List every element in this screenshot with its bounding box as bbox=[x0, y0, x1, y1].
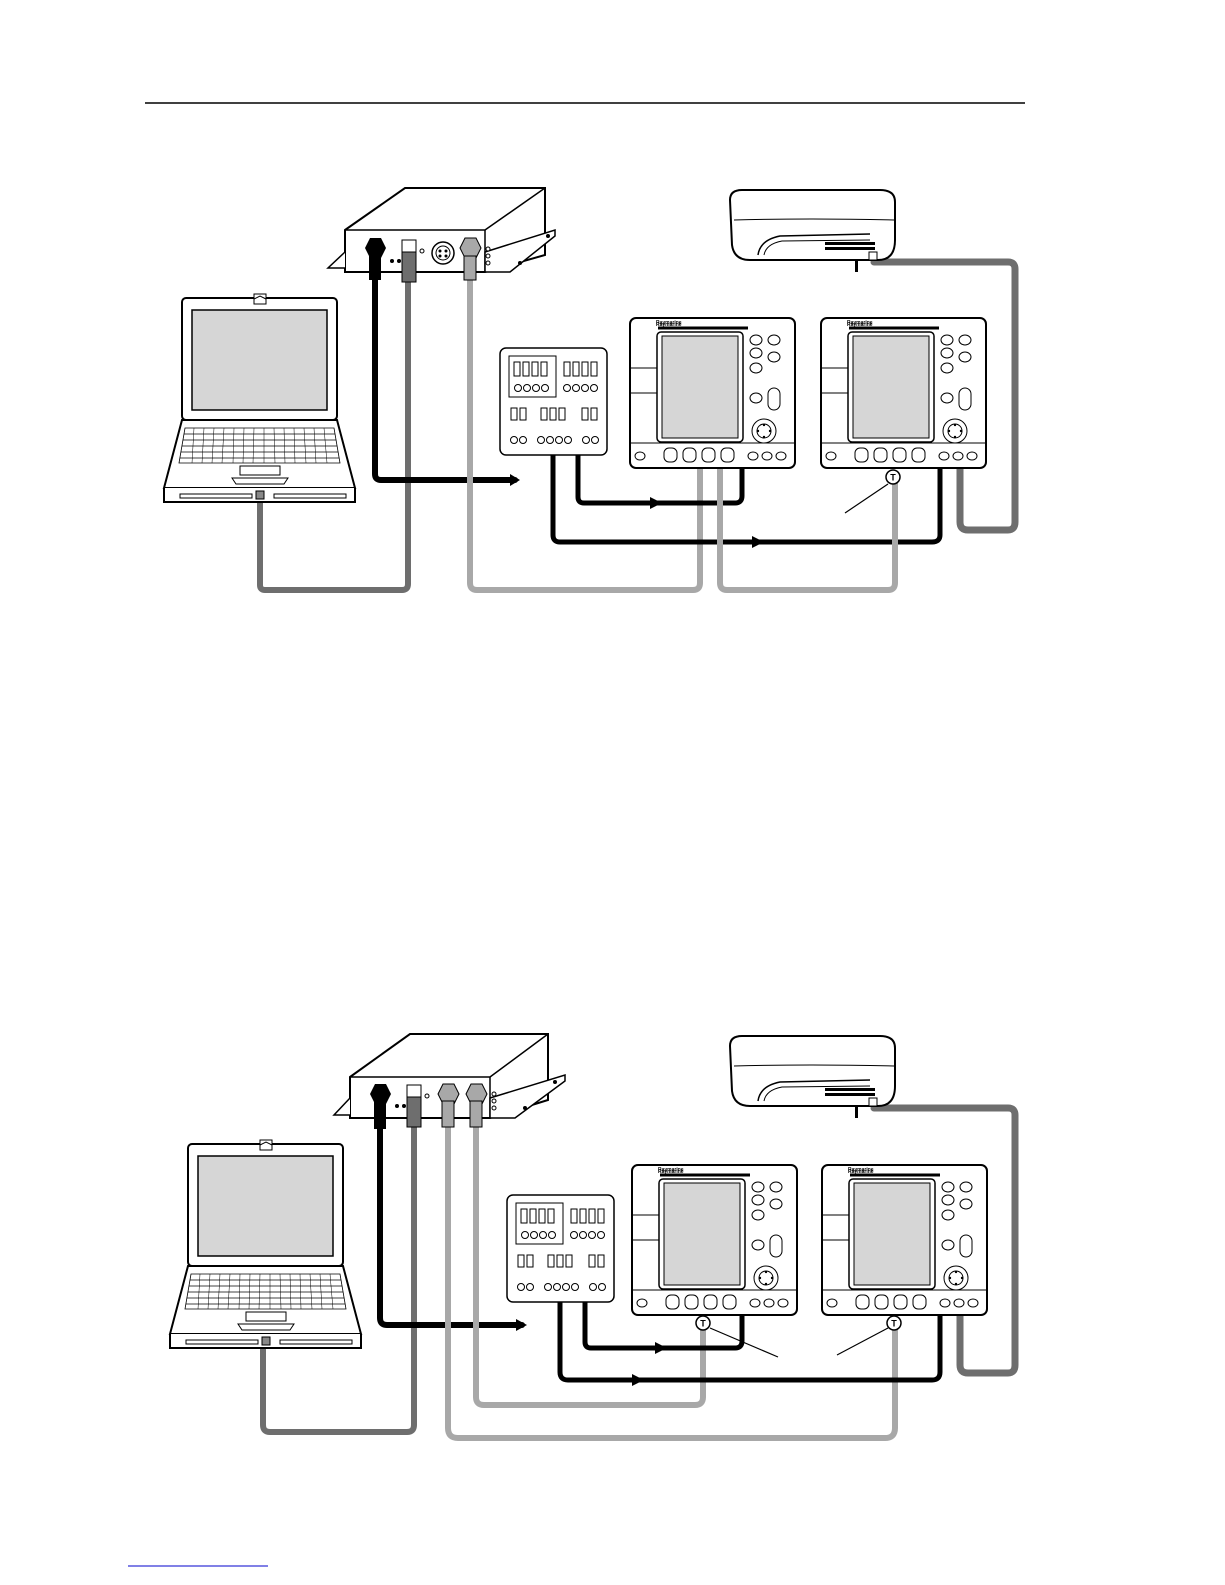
keypad bbox=[500, 348, 607, 455]
arrowheads bbox=[510, 474, 764, 548]
laptop bbox=[164, 294, 355, 502]
terminator-label: T bbox=[700, 1319, 706, 1329]
keypad bbox=[507, 1195, 614, 1302]
interface-box bbox=[328, 188, 555, 282]
terminator-label: T bbox=[891, 1319, 897, 1329]
terminator-1: T bbox=[845, 470, 900, 513]
terminator-1: T bbox=[696, 1316, 778, 1357]
terminator-label: T bbox=[890, 473, 896, 483]
diagram-top: T bbox=[164, 188, 1015, 590]
laptop bbox=[170, 1140, 361, 1348]
display-brand-label: Raymarine bbox=[848, 1167, 874, 1173]
arrowheads bbox=[516, 1319, 667, 1386]
display-brand-label: Raymarine bbox=[656, 320, 682, 326]
display-brand-label: Raymarine bbox=[658, 1167, 684, 1173]
display-brand-label: Raymarine bbox=[847, 320, 873, 326]
cable-interface-to-keypad bbox=[375, 275, 515, 480]
radar-scanner bbox=[730, 1036, 895, 1118]
radar-scanner bbox=[730, 190, 895, 272]
display-1 bbox=[630, 318, 795, 468]
display-2 bbox=[821, 318, 986, 468]
terminator-2: T bbox=[837, 1316, 901, 1355]
display-2 bbox=[822, 1165, 987, 1315]
display-1 bbox=[632, 1165, 797, 1315]
diagram-bottom: T T bbox=[170, 1034, 1015, 1438]
interface-box bbox=[334, 1034, 565, 1129]
cable-display1-to-display2 bbox=[720, 465, 895, 590]
